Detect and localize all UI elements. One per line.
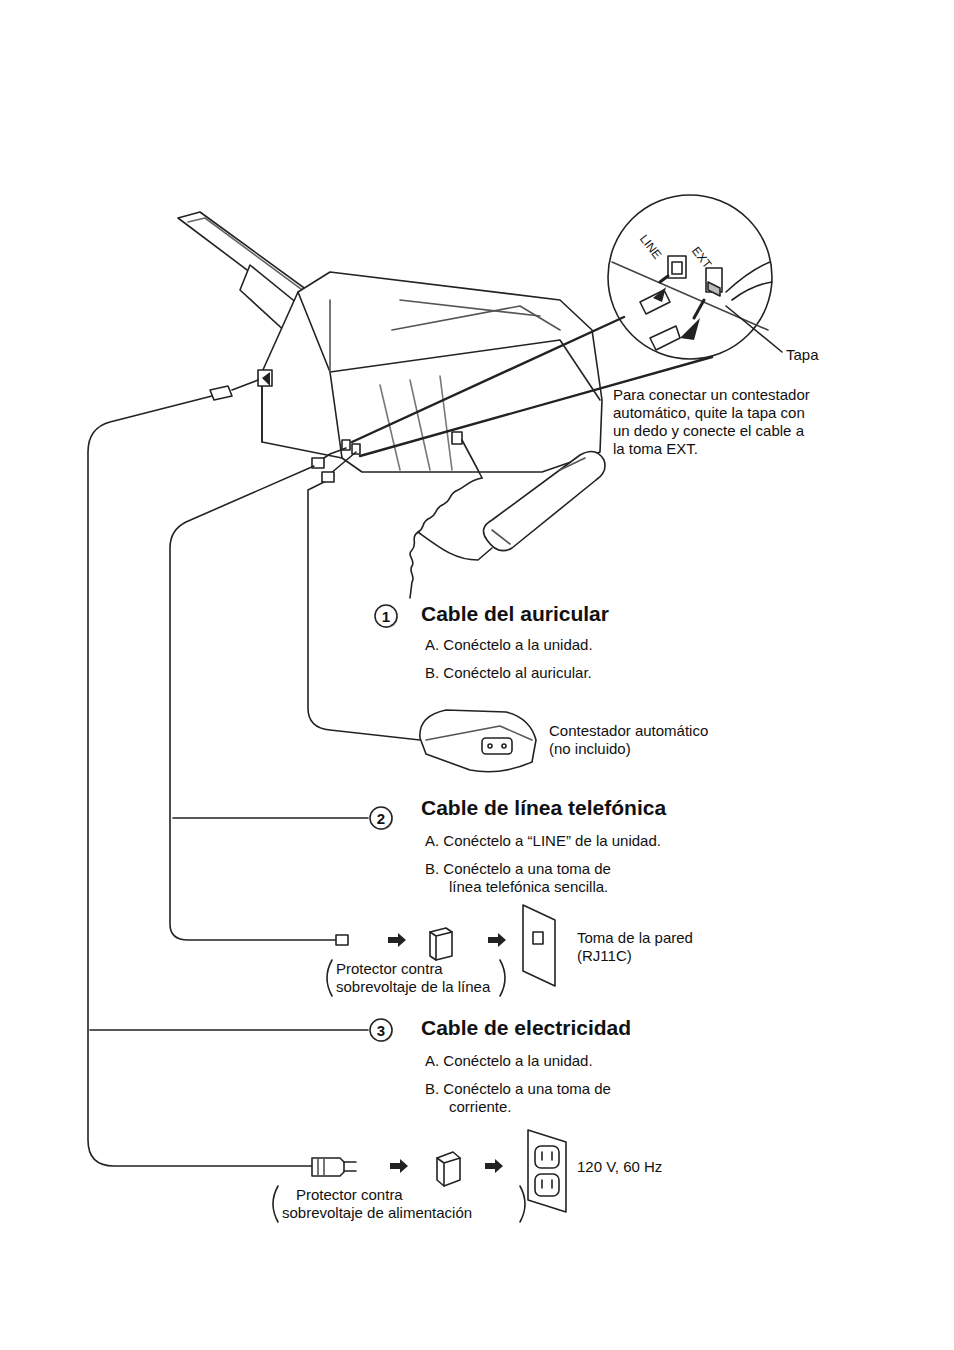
- rating: 120 V, 60 Hz: [577, 1158, 662, 1176]
- label-box: B. Conéctelo a una toma de línea telefón…: [425, 860, 630, 896]
- label-box: Tapa: [786, 346, 819, 364]
- step-heading: Cable del auricular: [421, 602, 609, 626]
- label-box: Cable de electricidad: [421, 1016, 631, 1040]
- callout-circle: 1: [373, 603, 399, 629]
- step-text: B. Conéctelo a una toma de línea telefón…: [449, 860, 630, 896]
- part-name: Protector contra sobrevoltaje de aliment…: [282, 1186, 480, 1222]
- label-box: Cable del auricular: [421, 602, 609, 626]
- label-box: B. Conéctelo al auricular.: [425, 664, 685, 682]
- label-box: A. Conéctelo a la unidad.: [425, 636, 685, 654]
- label-box: Cable de línea telefónica: [421, 796, 666, 820]
- callout-number: 1: [382, 609, 390, 624]
- label-box: A. Conéctelo a “LINE” de la unidad.: [425, 832, 725, 850]
- step-text: B. Conéctelo al auricular.: [449, 664, 685, 682]
- callout-circle: 2: [368, 805, 394, 831]
- callout-number: 3: [377, 1023, 385, 1038]
- label-box: Contestador automático (no incluido): [549, 722, 734, 758]
- label-box: Para conectar un contestador automático,…: [613, 386, 816, 458]
- part-name: Protector contra sobrevoltaje de la líne…: [336, 960, 506, 996]
- label-box: B. Conéctelo a una toma de corriente.: [425, 1080, 630, 1116]
- note: Para conectar un contestador automático,…: [613, 386, 816, 458]
- part-name: Toma de la pared (RJ11C): [577, 929, 717, 965]
- part-name: Tapa: [786, 346, 819, 364]
- step-text: B. Conéctelo a una toma de corriente.: [449, 1080, 630, 1116]
- callout-circle: 3: [368, 1017, 394, 1043]
- step-text: A. Conéctelo a “LINE” de la unidad.: [449, 832, 725, 850]
- label-box: Toma de la pared (RJ11C): [577, 929, 717, 965]
- label-box: Protector contra sobrevoltaje de aliment…: [282, 1186, 480, 1222]
- label-box: A. Conéctelo a la unidad.: [425, 1052, 685, 1070]
- part-name: Contestador automático (no incluido): [549, 722, 734, 758]
- label-box: Protector contra sobrevoltaje de la líne…: [336, 960, 506, 996]
- step-text: A. Conéctelo a la unidad.: [449, 1052, 685, 1070]
- step-heading: Cable de línea telefónica: [421, 796, 666, 820]
- step-text: A. Conéctelo a la unidad.: [449, 636, 685, 654]
- step-heading: Cable de electricidad: [421, 1016, 631, 1040]
- label-box: 120 V, 60 Hz: [577, 1158, 662, 1176]
- callout-number: 2: [377, 811, 385, 826]
